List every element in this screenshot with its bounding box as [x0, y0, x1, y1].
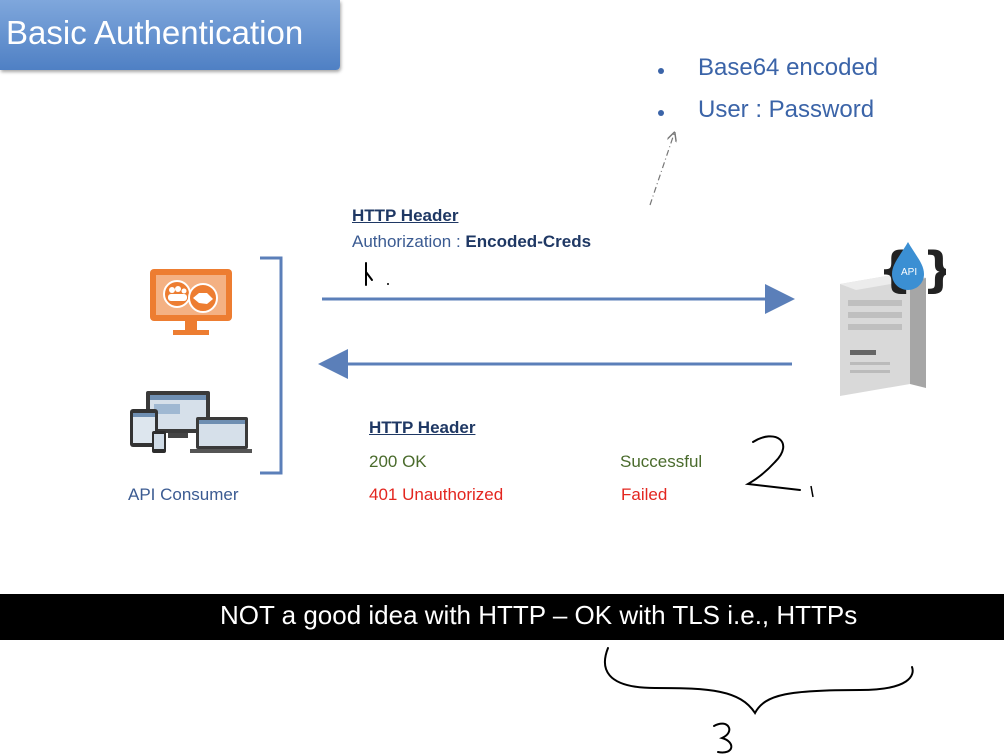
api-consumer-label: API Consumer — [128, 485, 239, 504]
bullet-dot — [658, 110, 664, 116]
api-badge-text: API — [901, 267, 918, 278]
bullet-dot — [658, 68, 664, 74]
page-title: Basic Authentication — [6, 14, 304, 51]
handwritten-mark-2 — [744, 435, 801, 491]
consumer-bracket — [260, 256, 283, 475]
auth-value: Encoded-Creds — [465, 232, 592, 251]
monitor-handshake-icon — [150, 269, 232, 335]
response-header-title: HTTP Header — [369, 418, 476, 437]
devices-icon — [130, 391, 252, 453]
response-code-401: 401 Unauthorized — [369, 485, 504, 504]
handwritten-dot — [387, 283, 389, 285]
dashed-pointer-arrow — [649, 134, 674, 206]
response-status-failed: Failed — [621, 485, 668, 504]
handwritten-brace — [604, 647, 914, 715]
handwritten-mark-small — [810, 485, 814, 498]
bullet-base64: Base64 encoded — [698, 54, 879, 81]
caption-banner: NOT a good idea with HTTP – OK with TLS … — [0, 594, 1004, 640]
response-status-successful: Successful — [620, 452, 703, 471]
handwritten-mark-3 — [713, 722, 733, 754]
response-code-200: 200 OK — [369, 452, 427, 471]
bullet-user-password: User : Password — [698, 96, 875, 123]
api-server-icon: { } — [840, 242, 946, 396]
request-auth-line: Authorization : Encoded-Creds — [352, 232, 591, 252]
svg-text:}: } — [922, 242, 946, 298]
request-header-title: HTTP Header — [352, 206, 459, 225]
title-box: Basic Authentication — [0, 0, 340, 70]
auth-label: Authorization : — [352, 232, 466, 251]
handwritten-mark-1 — [365, 262, 373, 286]
caption-text: NOT a good idea with HTTP – OK with TLS … — [220, 600, 858, 630]
